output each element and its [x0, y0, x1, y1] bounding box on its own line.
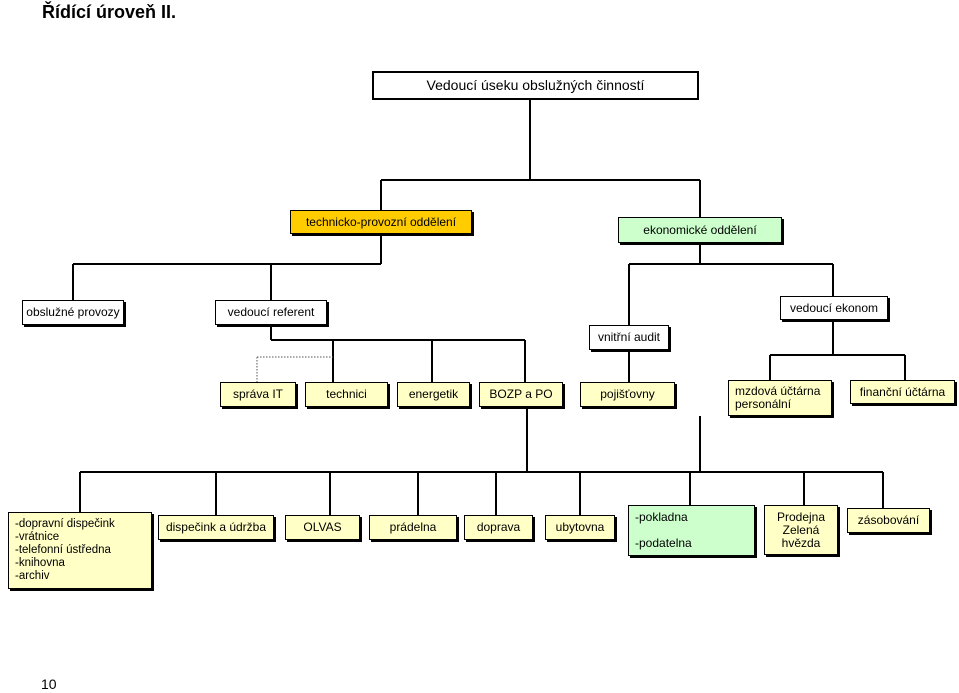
supply-box: zásobování: [847, 508, 930, 533]
lodging-box: ubytovna: [545, 515, 615, 540]
financial-accounting-box: finanční účtárna: [850, 380, 955, 404]
internal-audit-box: vnitřní audit: [589, 325, 669, 350]
cash-registry-box: -pokladna -podatelna: [628, 505, 755, 556]
dispatch-maintenance-box: dispečink a údržba: [158, 515, 274, 540]
it-administration-box: správa IT: [220, 382, 296, 407]
technicians-box: technici: [305, 382, 388, 407]
energy-specialist-box: energetik: [397, 382, 470, 407]
page-title: Řídící úroveň II.: [42, 2, 177, 22]
insurance-box: pojišťovny: [580, 382, 675, 407]
dispatch-services-list-box: -dopravní dispečink -vrátnice -telefonní…: [8, 512, 152, 589]
lead-economist-box: vedoucí ekonom: [780, 296, 888, 320]
shop-green-star-box: Prodejna Zelená hvězda: [764, 505, 838, 555]
payroll-personnel-box: mzdová účtárna personální: [728, 380, 832, 416]
lead-referent-box: vedoucí referent: [215, 300, 327, 325]
service-operations-box: obslužné provozy: [22, 300, 124, 325]
olvas-box: OLVAS: [285, 515, 360, 540]
economic-dept-box: ekonomické oddělení: [618, 217, 782, 243]
technical-operations-dept-box: technicko-provozní oddělení: [290, 210, 472, 234]
safety-fire-box: BOZP a PO: [479, 382, 563, 407]
page-number: 10: [41, 676, 57, 692]
transport-box: doprava: [464, 515, 533, 540]
head-of-services-box: Vedoucí úseku obslužných činností: [372, 71, 699, 100]
laundry-box: prádelna: [369, 515, 457, 540]
